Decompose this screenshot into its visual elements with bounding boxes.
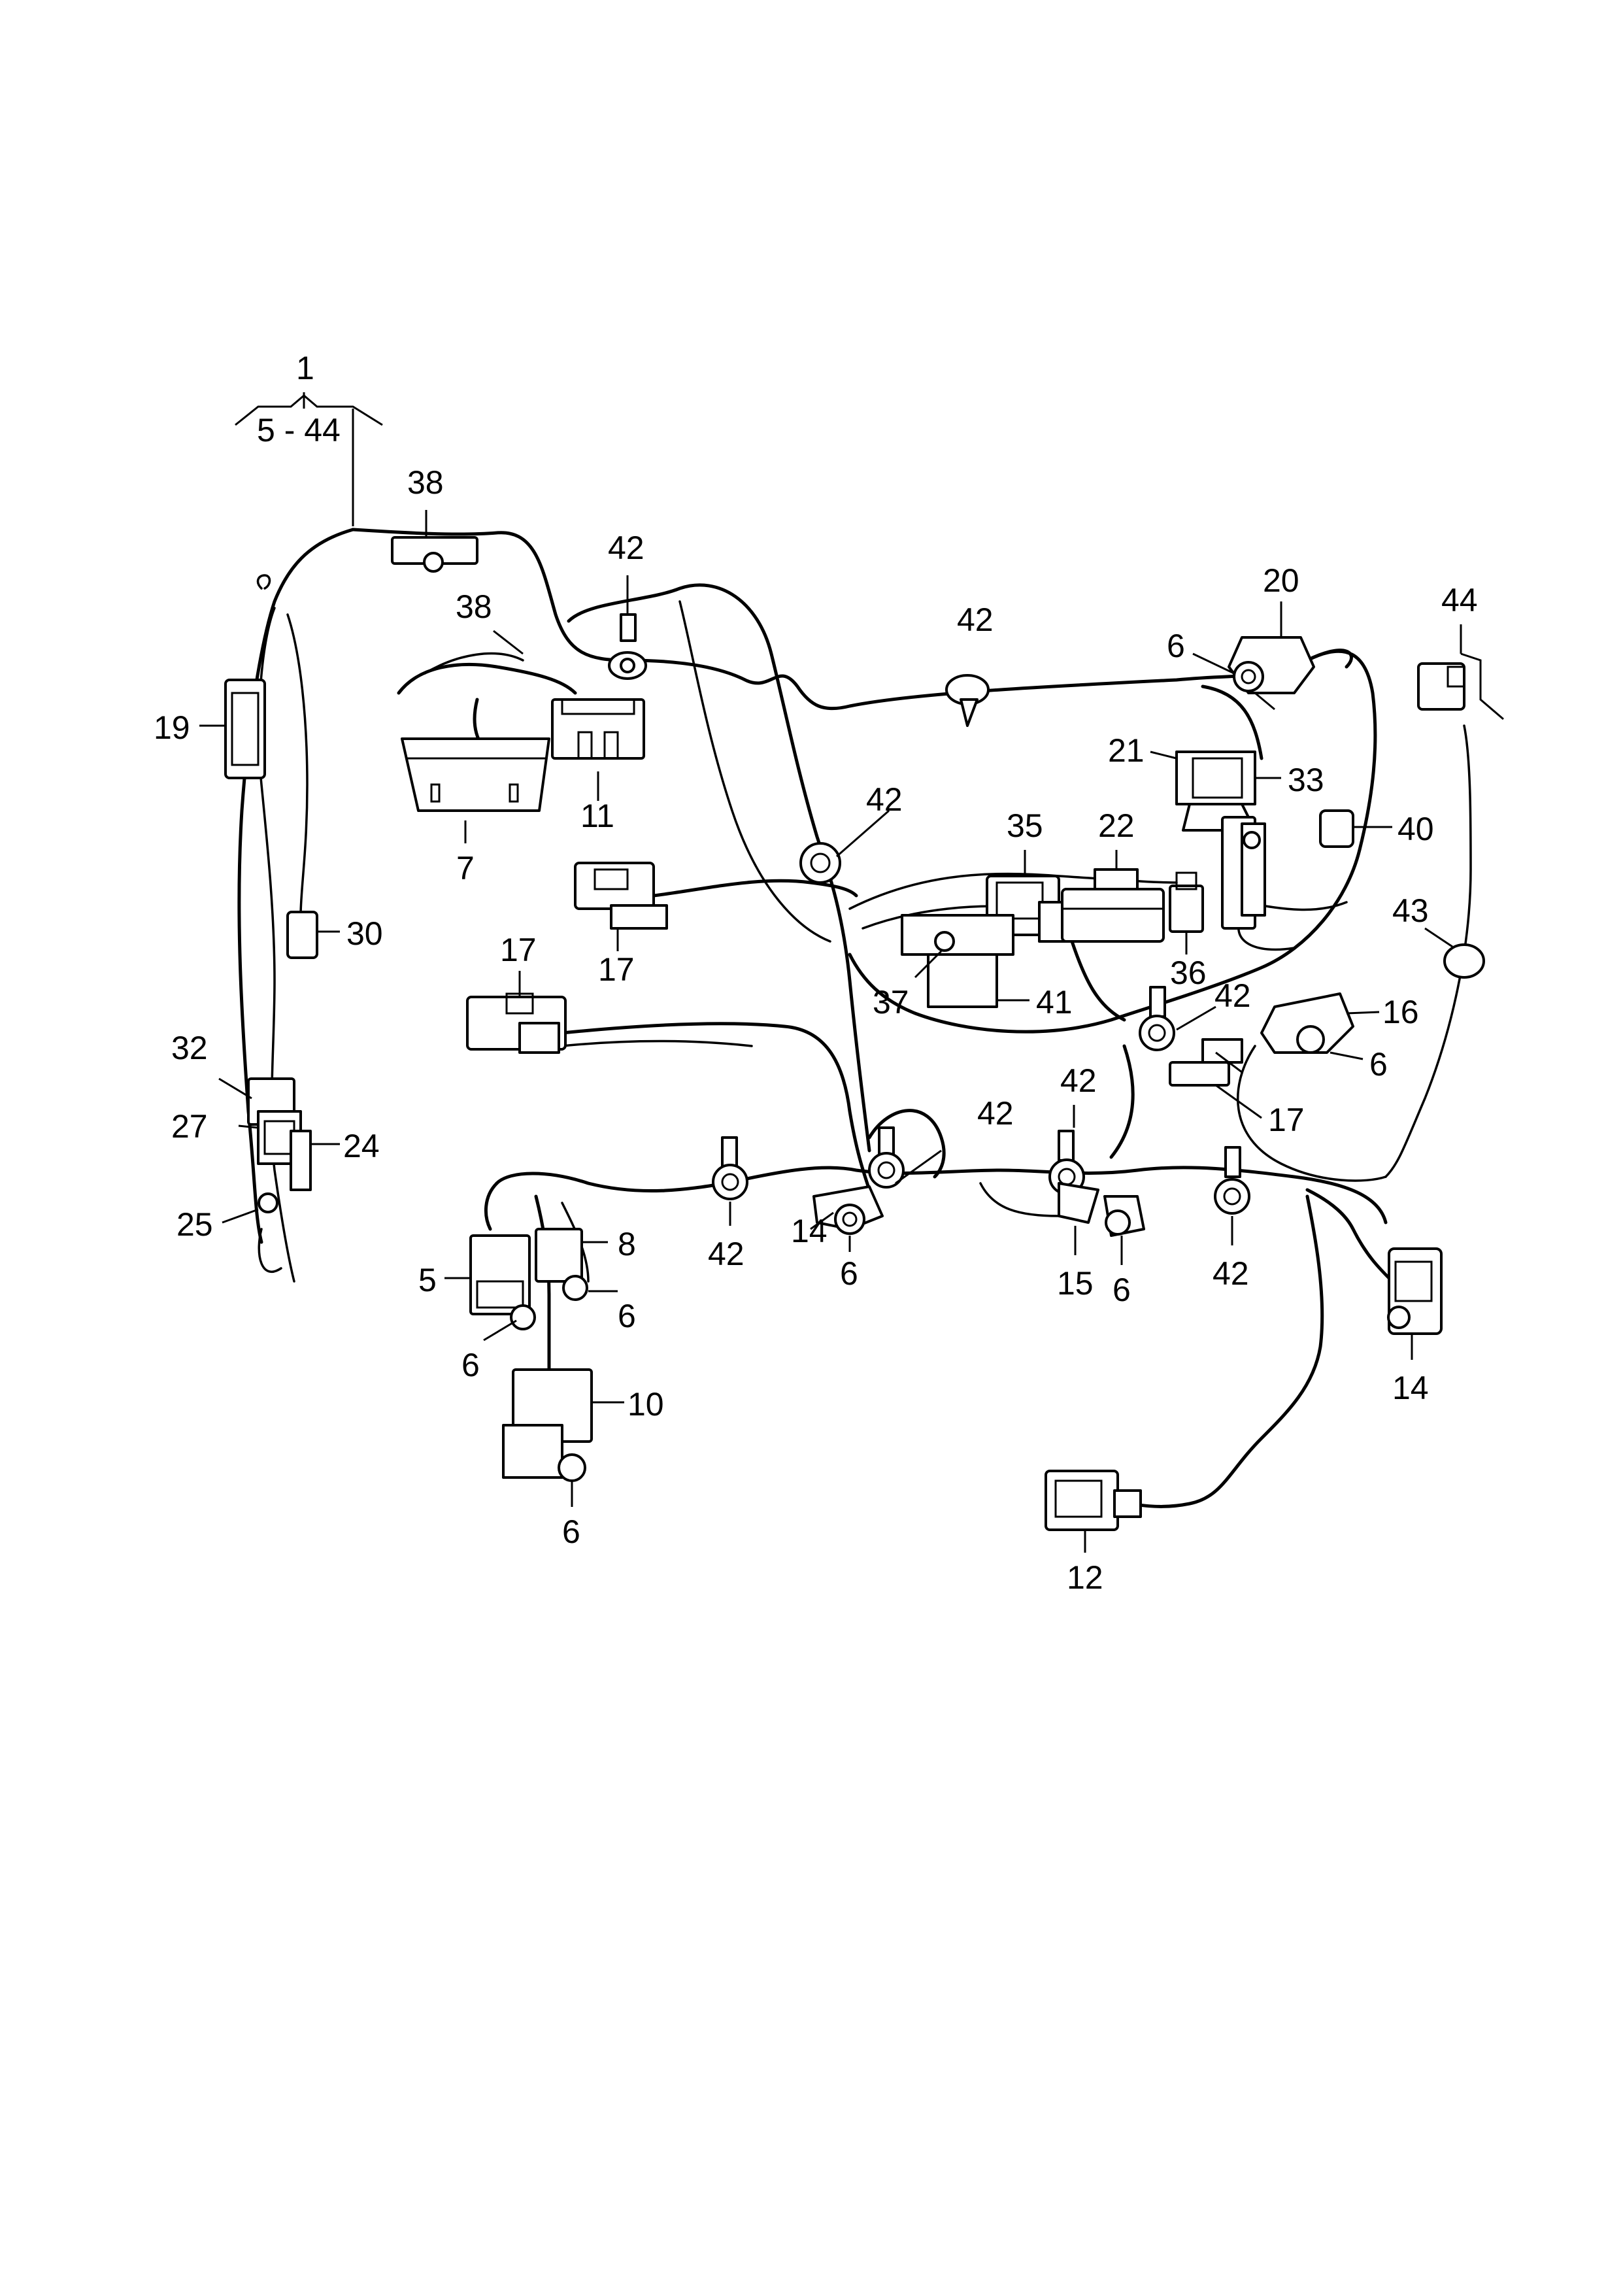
module-7 [401, 737, 550, 812]
callout-label: 42 [608, 530, 644, 566]
clip-42-lower-left [712, 1136, 748, 1200]
callout-label: 11 [580, 798, 614, 834]
callout-label: 14 [1392, 1370, 1429, 1406]
clip-42-upper [945, 674, 990, 727]
callout-label: 42 [1213, 1255, 1249, 1292]
grommet-43 [1443, 943, 1485, 979]
callout-label: 20 [1263, 562, 1299, 599]
connector-30 [286, 911, 318, 959]
connector-17-upper [574, 862, 668, 930]
callout-label: 17 [598, 951, 635, 988]
connector-25 [258, 1192, 278, 1213]
callout-label: 22 [1098, 807, 1135, 844]
callout-label: 42 [957, 601, 994, 638]
callout-label: 42 [1060, 1062, 1097, 1099]
relay-22 [1061, 868, 1165, 943]
callout-label: 38 [456, 588, 492, 625]
callout-label: 32 [171, 1030, 208, 1066]
callout-label: 6 [1369, 1046, 1388, 1083]
components [224, 536, 1504, 1531]
sensor-16 [1260, 992, 1354, 1054]
callout-label: 25 [176, 1206, 213, 1243]
callout-label: 17 [1268, 1102, 1305, 1138]
callout-label: 17 [500, 932, 537, 968]
harness-wires [237, 528, 1472, 1508]
connector-44 [1417, 652, 1504, 720]
sensor-5-8 [469, 1228, 588, 1330]
callout-label: 42 [708, 1236, 745, 1272]
callout-label: 30 [346, 915, 383, 952]
sensor-10 [502, 1368, 593, 1482]
assembly-range: 5 - 44 [257, 412, 341, 448]
clip-40 [1319, 809, 1354, 848]
grommet-42-center-right [1139, 986, 1175, 1051]
callout-label: 15 [1057, 1265, 1094, 1302]
callout-label: 44 [1441, 582, 1478, 618]
clip-42-top [608, 613, 647, 680]
connector-19 [224, 679, 266, 779]
callout-label: 6 [461, 1347, 480, 1383]
callout-label: 42 [866, 781, 903, 818]
callout-label: 8 [618, 1226, 636, 1262]
callout-label: 41 [1036, 984, 1073, 1021]
clip-42-center [868, 1126, 905, 1189]
relay-11 [551, 698, 645, 760]
grommet-42-mid [799, 842, 841, 884]
callout-label: 21 [1108, 732, 1145, 769]
callout-label: 43 [1392, 892, 1429, 929]
callout-label: 36 [1170, 954, 1207, 991]
callout-label: 5 [418, 1262, 437, 1298]
callout-label: 7 [456, 850, 475, 886]
callout-label: 35 [1007, 807, 1043, 844]
callout-label: 6 [618, 1298, 636, 1334]
callout-label: 27 [171, 1108, 208, 1145]
module-37-41 [901, 914, 1014, 1008]
callout-label: 24 [343, 1128, 380, 1164]
sensor-14-lower [812, 1185, 884, 1235]
relay-36 [1169, 871, 1204, 933]
callout-label: 19 [154, 709, 190, 746]
callout-label: 12 [1067, 1559, 1103, 1596]
callout-label: 40 [1397, 811, 1434, 847]
callout-label: 42 [977, 1095, 1014, 1132]
connector-12 [1045, 1470, 1142, 1531]
callout-label: 6 [840, 1255, 858, 1292]
callout-label: 10 [627, 1386, 664, 1423]
connector-17-right [1169, 1038, 1243, 1087]
connector-38-top [391, 536, 478, 573]
connector-32-27-24 [247, 1077, 312, 1191]
relay-21-33 [1175, 751, 1266, 930]
callout-label: 6 [562, 1513, 580, 1550]
callout-label: 14 [791, 1213, 828, 1249]
callout-label: 16 [1382, 994, 1419, 1030]
assembly-number: 1 [296, 350, 314, 386]
callout-label: 38 [407, 464, 444, 501]
callout-label: 37 [873, 984, 909, 1021]
sensor-20 [1228, 636, 1315, 711]
callout-label: 33 [1288, 762, 1324, 798]
callout-label: 42 [1214, 977, 1251, 1014]
clip-42-far-right [1214, 1146, 1250, 1215]
callout-label: 6 [1167, 628, 1185, 664]
leader-lines [199, 392, 1462, 1553]
sensor-15 [1058, 1182, 1145, 1237]
connector-17-left [466, 992, 567, 1054]
callout-labels: 1 5 - 44 38 38 42 42 20 44 6 19 11 7 21 … [154, 350, 1478, 1596]
sensor-14-right [1387, 1247, 1443, 1335]
callout-label: 6 [1113, 1272, 1131, 1308]
